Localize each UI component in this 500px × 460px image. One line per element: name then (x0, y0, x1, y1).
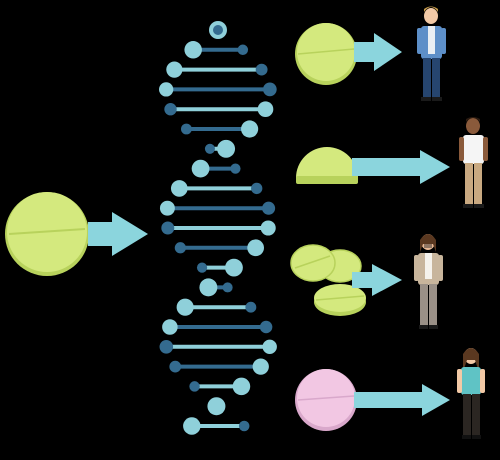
output-row-4 (295, 348, 485, 439)
dna-node (245, 301, 257, 313)
green-pill-stack (290, 244, 366, 316)
person-woman-teal-top (457, 348, 485, 439)
dna-node (260, 220, 276, 236)
dna-node (169, 360, 182, 373)
dna-node (262, 82, 277, 97)
output-row-2 (296, 117, 488, 208)
dna-node (199, 278, 218, 297)
person-man-blue-shirt (417, 6, 446, 101)
dna-node (232, 377, 251, 396)
dna-node (222, 282, 233, 293)
dna-node (255, 63, 268, 76)
dna-node (174, 242, 186, 254)
dna-node (262, 201, 276, 215)
dna-node (180, 123, 192, 135)
arrow-1 (354, 33, 402, 71)
dna-node (196, 262, 208, 273)
dna-helix (159, 21, 277, 435)
person-woman-tan-jacket (414, 234, 443, 329)
dna-node (252, 358, 269, 375)
dna-node (159, 200, 175, 216)
dna-node (204, 143, 215, 154)
green-pill-whole (295, 23, 357, 85)
dna-node (184, 41, 202, 59)
input-pill (5, 192, 89, 276)
arrow-3 (352, 264, 402, 296)
dna-node (217, 139, 236, 158)
dna-node (262, 339, 277, 355)
dna-node (259, 320, 273, 334)
dna-node (241, 120, 259, 138)
dna-node (207, 397, 226, 416)
output-row-1 (295, 6, 446, 101)
dna-node (257, 101, 274, 118)
dna-node (166, 61, 183, 78)
dna-node (189, 381, 200, 392)
dna-node (225, 258, 243, 277)
dna-node (213, 25, 223, 35)
dna-node (237, 44, 249, 56)
arrow-2 (352, 150, 450, 184)
dna-node (230, 163, 241, 174)
person-man-white-shirt (459, 117, 488, 208)
dna-node (159, 82, 174, 97)
dna-node (161, 221, 175, 235)
dna-node (183, 417, 201, 435)
dna-node (170, 180, 188, 197)
pink-pill-whole (295, 369, 357, 431)
input-arrow (88, 212, 148, 256)
dna-node (159, 340, 174, 354)
dna-node (191, 159, 210, 178)
dna-node (238, 420, 250, 432)
dna-node (162, 319, 178, 335)
dna-node (176, 298, 194, 316)
green-pill-half (296, 147, 358, 184)
arrow-4 (354, 384, 450, 416)
output-row-3 (290, 234, 443, 329)
dna-node (164, 103, 177, 116)
dna-node (251, 182, 263, 195)
dna-node (247, 239, 265, 257)
